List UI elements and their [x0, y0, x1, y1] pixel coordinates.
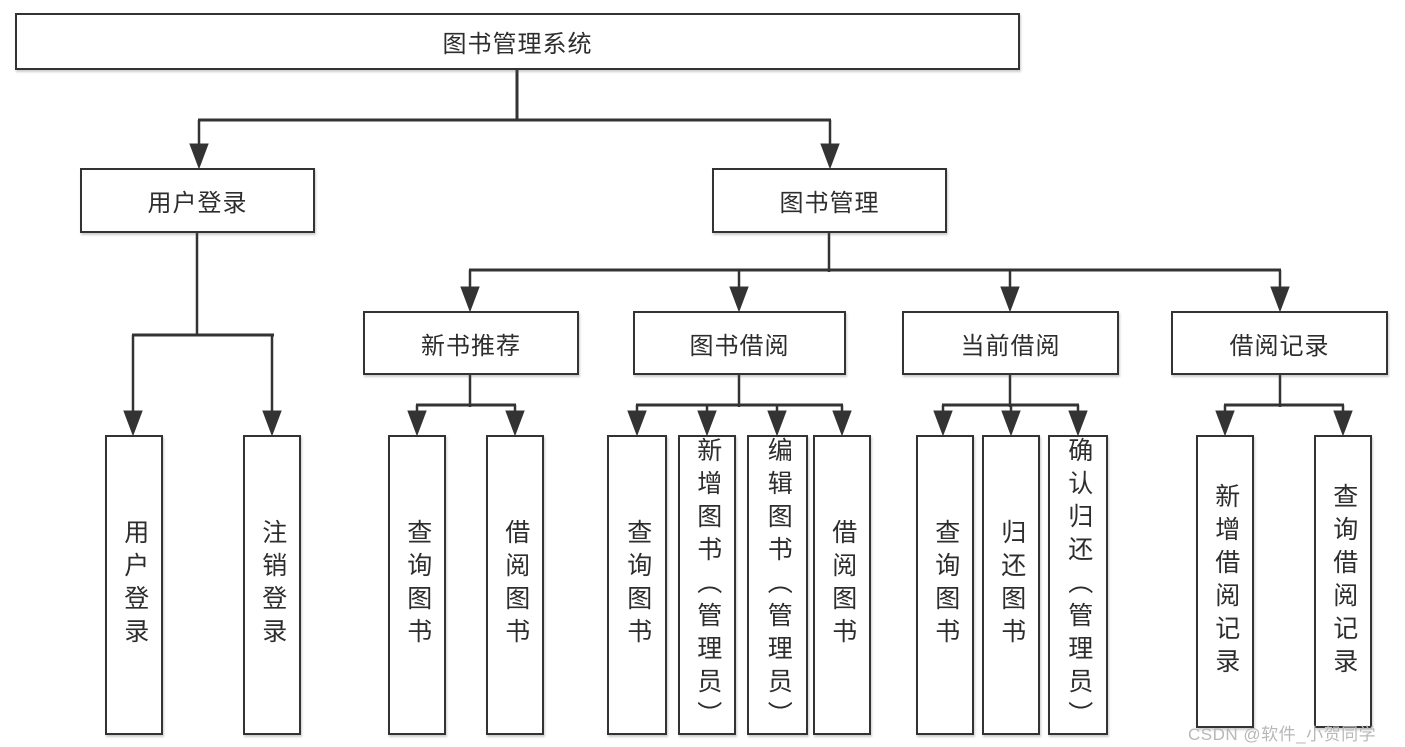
arrowhead-leaf — [1068, 410, 1088, 437]
leaf-return-book: 归还图书 — [982, 435, 1040, 735]
node-current-borrowing-label: 当前借阅 — [960, 332, 1061, 360]
leaf-query-books-current: 查询图书 — [916, 435, 974, 735]
arrowhead-leaf — [262, 410, 282, 437]
node-book-management: 图书管理 — [712, 168, 947, 233]
leaf-user-login-label: 用户登录 — [120, 519, 149, 651]
arrowhead-l3 — [729, 286, 749, 313]
node-book-management-label: 图书管理 — [779, 190, 880, 217]
csdn-watermark: CSDN @软件_小贺同学 — [1188, 725, 1377, 744]
arrowhead-leaf — [1001, 410, 1021, 437]
node-book-borrowing: 图书借阅 — [633, 311, 846, 375]
leaf-user-login: 用户登录 — [105, 435, 163, 735]
arrowhead-leaf — [933, 410, 953, 437]
arrowhead-leaf — [123, 410, 143, 437]
leaf-borrow-books-recommend-label: 借阅图书 — [501, 519, 530, 651]
arrowhead-leaf — [505, 410, 525, 437]
node-book-borrowing-label: 图书借阅 — [689, 332, 790, 360]
leaf-add-book-admin: 新增图书（管理员） — [678, 435, 736, 735]
arrowhead-l3 — [1000, 286, 1020, 313]
node-root-label: 图书管理系统 — [442, 31, 593, 58]
leaf-borrow-books-label: 借阅图书 — [828, 519, 857, 651]
node-borrowing-records-label: 借阅记录 — [1229, 332, 1330, 360]
arrowhead-leaf — [1333, 410, 1353, 437]
leaf-query-books-borrow: 查询图书 — [607, 435, 667, 735]
arrowhead-leaf — [627, 410, 647, 437]
leaf-add-book-admin-label: 新增图书（管理员） — [693, 436, 722, 734]
node-new-book-recommend: 新书推荐 — [363, 311, 579, 375]
leaf-add-borrow-record-label: 新增借阅记录 — [1211, 482, 1240, 681]
leaf-logout: 注销登录 — [243, 435, 301, 735]
leaf-query-borrow-record-label: 查询借阅记录 — [1329, 482, 1358, 681]
leaf-confirm-return-admin-label: 确认归还（管理员） — [1064, 436, 1093, 734]
arrowhead-leaf — [697, 410, 717, 437]
leaf-query-borrow-record: 查询借阅记录 — [1314, 435, 1372, 728]
node-root-library-system: 图书管理系统 — [15, 13, 1020, 70]
leaf-edit-book-admin-label: 编辑图书（管理员） — [764, 436, 793, 734]
connectors — [123, 70, 1353, 437]
arrowhead-leaf — [407, 410, 427, 437]
leaf-borrow-books: 借阅图书 — [813, 435, 871, 735]
arrowhead-book-mgmt — [820, 143, 840, 170]
node-current-borrowing: 当前借阅 — [902, 311, 1119, 375]
leaf-confirm-return-admin: 确认归还（管理员） — [1048, 435, 1108, 735]
node-user-login-label: 用户登录 — [147, 190, 248, 217]
node-borrowing-records: 借阅记录 — [1171, 311, 1388, 375]
leaf-query-books-recommend: 查询图书 — [388, 435, 446, 735]
arrowhead-user-login — [189, 143, 209, 170]
leaf-logout-label: 注销登录 — [258, 519, 287, 651]
arrowhead-l3 — [460, 286, 480, 313]
leaf-edit-book-admin: 编辑图书（管理员） — [747, 435, 808, 735]
node-user-login: 用户登录 — [80, 168, 315, 233]
node-new-book-recommend-label: 新书推荐 — [421, 332, 521, 360]
leaf-borrow-books-recommend: 借阅图书 — [486, 435, 544, 735]
arrowhead-l3 — [1270, 286, 1290, 313]
arrowhead-leaf — [1215, 410, 1235, 437]
leaf-return-book-label: 归还图书 — [997, 519, 1026, 651]
arrowhead-leaf — [767, 410, 787, 437]
arrowhead-leaf — [832, 410, 852, 437]
leaf-query-books-recommend-label: 查询图书 — [403, 519, 432, 651]
leaf-query-books-current-label: 查询图书 — [931, 519, 960, 651]
leaf-add-borrow-record: 新增借阅记录 — [1196, 435, 1254, 728]
leaf-query-books-borrow-label: 查询图书 — [623, 519, 652, 651]
